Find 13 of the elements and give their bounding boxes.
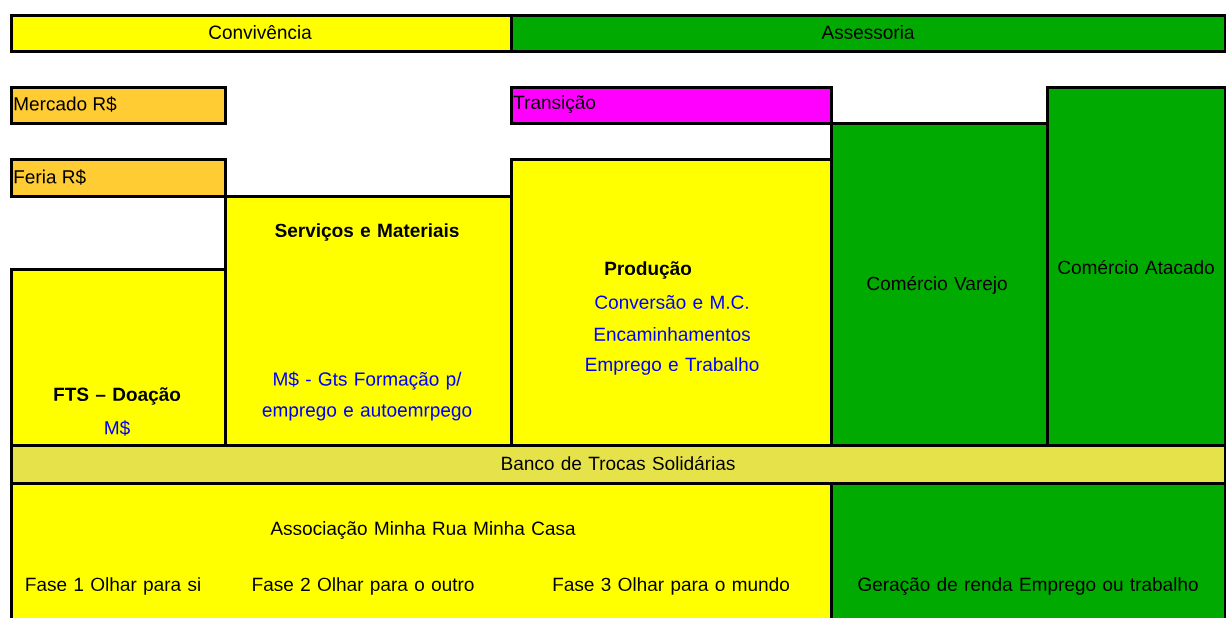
base-bar: Banco de Trocas Solidárias — [10, 444, 1226, 485]
column-box: Comércio Varejo — [830, 122, 1049, 447]
column-box: Comércio Atacado — [1046, 86, 1226, 447]
header-bar: Convivência — [10, 14, 513, 53]
column-box: Produção Conversão e M.C. Encaminhamentos Emprego e Trabalho — [510, 158, 833, 447]
header-bar: Assessoria — [510, 14, 1226, 53]
foundation-box: Associação Minha Rua Minha Casa Fase 1 Olhar para si Fase 2 Olhar para o outro Fase 3 Olhar para o mundo — [10, 482, 833, 618]
label-box: Mercado R$ — [10, 86, 227, 125]
column-box: Serviços e Materiais M$ - Gts Formação p/ emprego e autoemrpego — [224, 195, 513, 447]
column-box: FTS – Doação M$ — [10, 268, 227, 447]
foundation-box: Geração de renda Emprego ou trabalho — [830, 482, 1226, 618]
label-box: Transição — [510, 86, 833, 125]
label-box: Feria R$ — [10, 158, 227, 198]
